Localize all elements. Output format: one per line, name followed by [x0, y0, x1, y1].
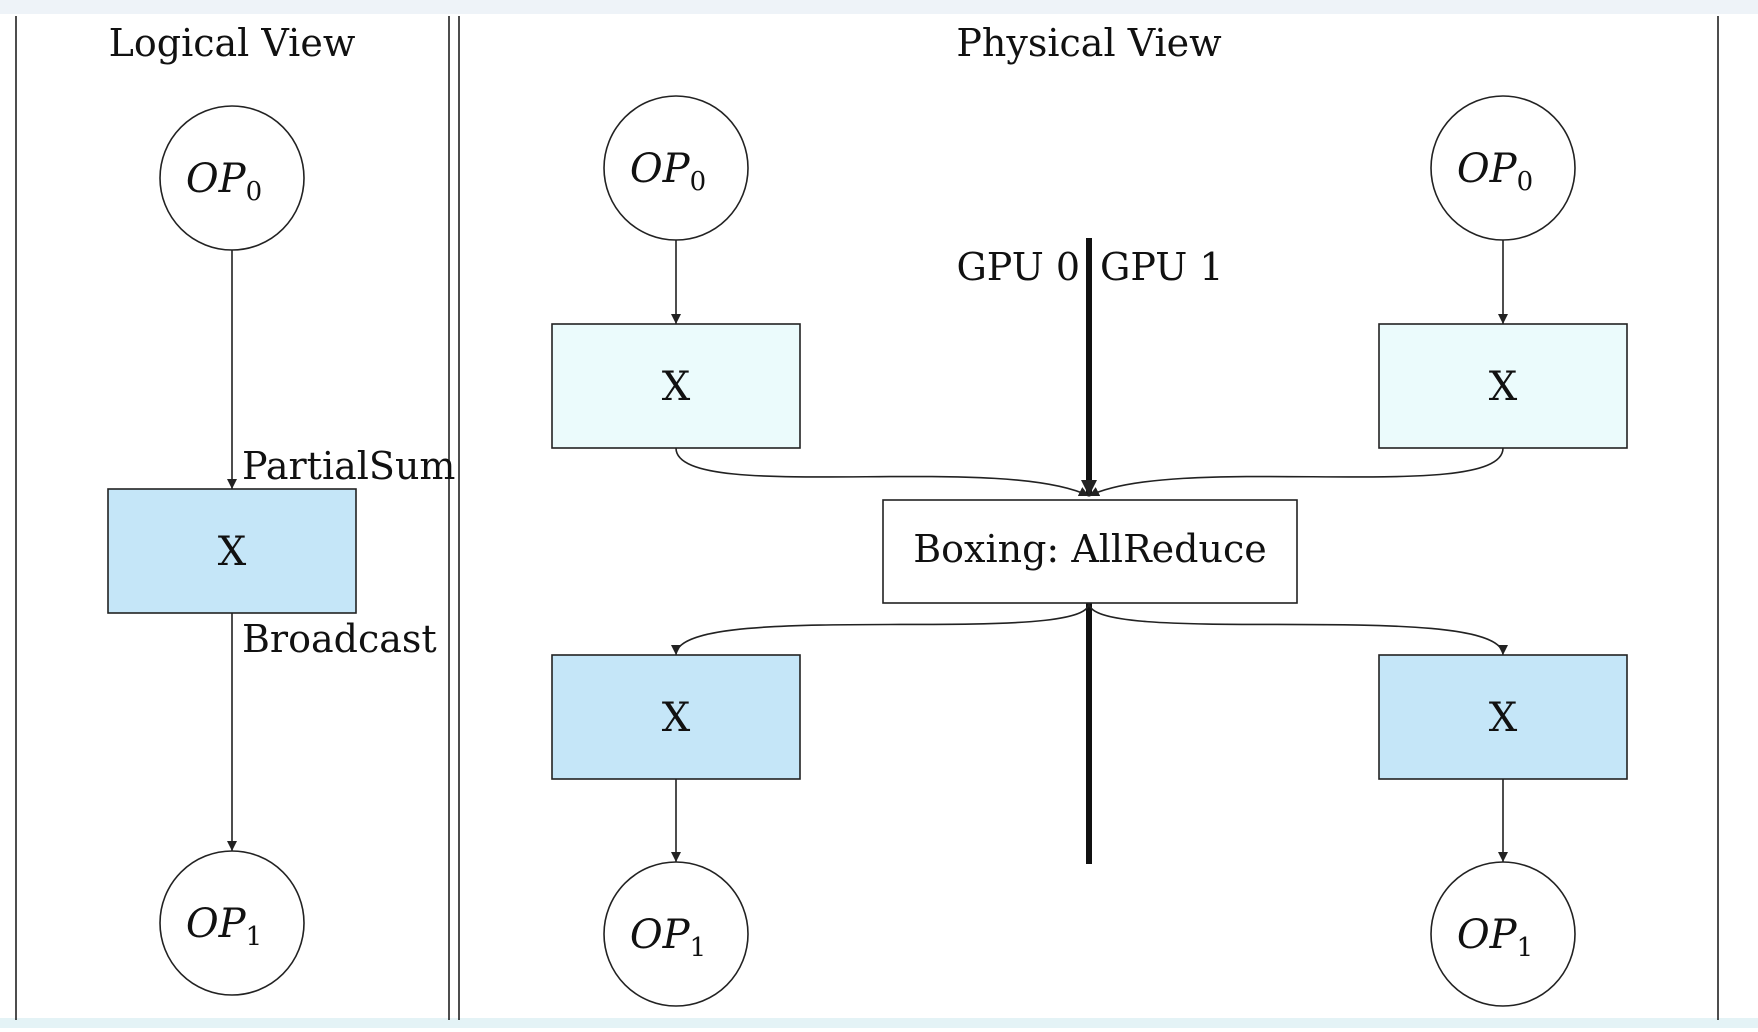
- physical-x-top-left-label: X: [662, 364, 691, 410]
- physical-op0-left-base: OP: [630, 146, 691, 192]
- broadcast-label: Broadcast: [242, 617, 437, 661]
- logical-view-title: Logical View: [109, 21, 356, 65]
- physical-op1-right-base: OP: [1457, 912, 1518, 958]
- top-band: [0, 0, 1758, 14]
- gpu1-label: GPU 1: [1100, 245, 1224, 289]
- logical-x-box: X: [107, 488, 357, 614]
- svg-text:OP1: OP1: [186, 901, 262, 952]
- svg-text:OP1: OP1: [630, 912, 706, 963]
- svg-text:OP0: OP0: [630, 146, 706, 197]
- boxing-allreduce-box: Boxing: AllReduce: [882, 499, 1298, 604]
- logical-op0-sub: 0: [246, 177, 263, 207]
- logical-op1-node: OP1: [159, 850, 305, 996]
- physical-op1-left-base: OP: [630, 912, 691, 958]
- physical-op1-left-sub: 1: [690, 933, 707, 963]
- boxing-allreduce-label: Boxing: AllReduce: [913, 527, 1267, 571]
- edge-boxing-to-x-bottom-left: [671, 602, 1090, 656]
- physical-x-bottom-left-box: X: [551, 654, 801, 780]
- physical-op0-right-node: OP0: [1430, 95, 1576, 241]
- partialsum-label: PartialSum: [242, 444, 455, 488]
- physical-op0-left-node: OP0: [603, 95, 749, 241]
- svg-text:OP0: OP0: [186, 156, 262, 207]
- physical-op1-right-node: OP1: [1430, 861, 1576, 1007]
- physical-x-top-right-box: X: [1378, 323, 1628, 449]
- svg-text:OP1: OP1: [1457, 912, 1533, 963]
- physical-op0-left-sub: 0: [690, 167, 707, 197]
- physical-x-top-left-box: X: [551, 323, 801, 449]
- physical-x-bottom-right-label: X: [1489, 695, 1518, 741]
- logical-x-label: X: [218, 529, 247, 575]
- gpu0-label: GPU 0: [956, 245, 1080, 289]
- logical-op1-sub: 1: [246, 922, 263, 952]
- edge-boxing-to-x-bottom-right: [1088, 602, 1508, 656]
- edge-x-top-right-to-boxing: [1088, 447, 1504, 497]
- physical-op1-right-sub: 1: [1517, 933, 1534, 963]
- svg-text:OP0: OP0: [1457, 146, 1533, 197]
- physical-op0-right-sub: 0: [1517, 167, 1534, 197]
- physical-op1-left-node: OP1: [603, 861, 749, 1007]
- physical-op0-right-base: OP: [1457, 146, 1518, 192]
- physical-x-bottom-left-label: X: [662, 695, 691, 741]
- bottom-band: [0, 1018, 1758, 1028]
- logical-op1-base: OP: [186, 901, 247, 947]
- physical-x-top-right-label: X: [1489, 364, 1518, 410]
- physical-view-title: Physical View: [956, 21, 1222, 65]
- physical-x-bottom-right-box: X: [1378, 654, 1628, 780]
- logical-op0-base: OP: [186, 156, 247, 202]
- logical-op0-node: OP0: [159, 105, 305, 251]
- edge-x-top-left-to-boxing: [675, 447, 1090, 497]
